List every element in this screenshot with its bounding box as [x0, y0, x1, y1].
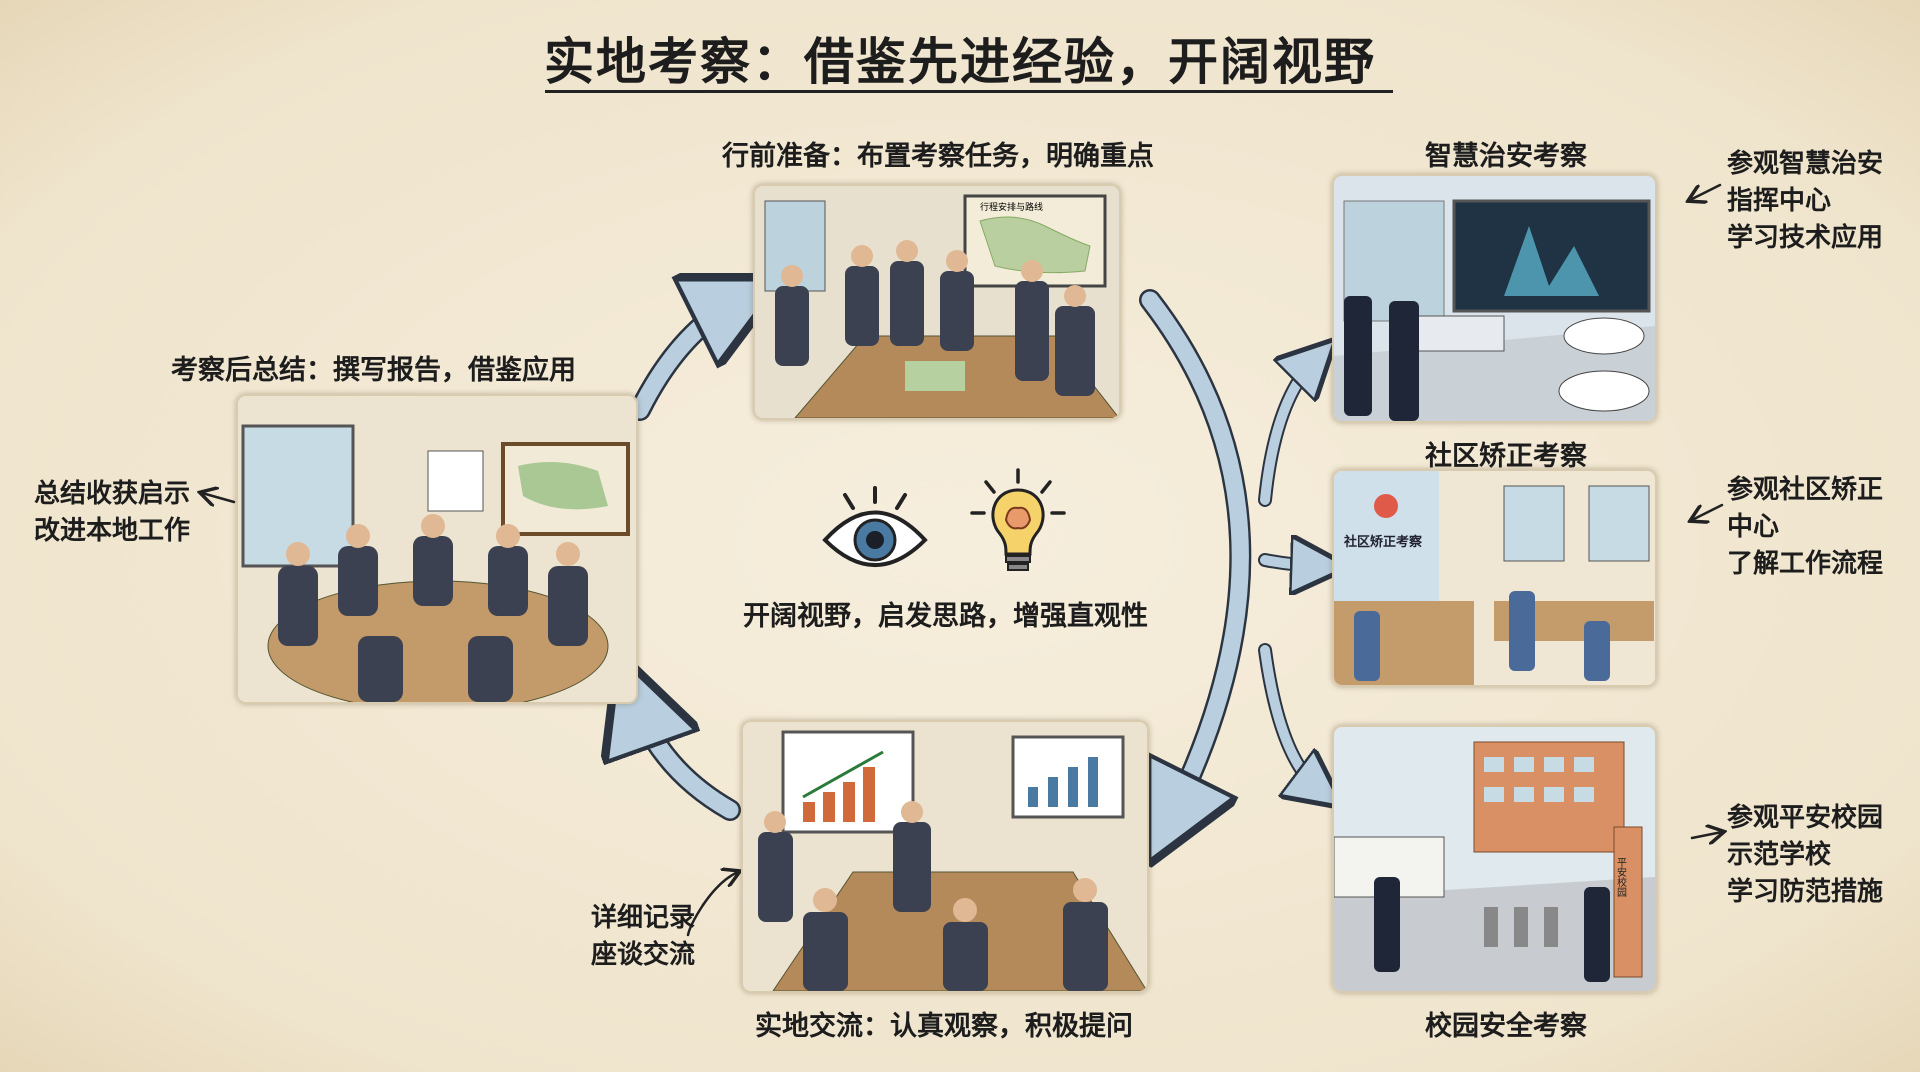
site-note-line: 示范学校 — [1727, 840, 1832, 870]
site-community-correction-caption: 社区矫正考察 — [1425, 441, 1587, 472]
exchange-note-line: 座谈交流 — [591, 940, 696, 970]
site-community-correction-illustration: 社区矫正考察 — [1332, 469, 1657, 687]
summary-note-line: 总结收获启示 — [34, 479, 191, 509]
site-community-correction-note: 参观社区矫正 中心 了解工作流程 — [1727, 472, 1883, 583]
map-label: 行程安排与路线 — [980, 201, 1043, 213]
site-note-line: 指挥中心 — [1727, 186, 1832, 216]
prepare-illustration: 行程安排与路线 — [753, 184, 1121, 420]
site-note-line: 参观智慧治安 — [1727, 149, 1884, 179]
site-smart-policing-caption: 智慧治安考察 — [1425, 141, 1587, 172]
summary-illustration — [236, 394, 638, 704]
community-correction-sign: 社区矫正考察 — [1343, 534, 1423, 550]
site-note-line: 了解工作流程 — [1727, 549, 1884, 579]
lightbulb-brain-icon — [968, 468, 1068, 583]
summary-note-line: 改进本地工作 — [34, 516, 191, 546]
page-title: 实地考察：借鉴先进经验，开阔视野 — [544, 33, 1376, 91]
site-note-line: 参观社区矫正 — [1727, 475, 1884, 505]
campus-gate-sign: 平安校园 — [1615, 857, 1627, 898]
site-note-line: 学习防范措施 — [1727, 877, 1884, 907]
exchange-note: 详细记录 座谈交流 — [591, 900, 695, 974]
site-smart-policing-note: 参观智慧治安 指挥中心 学习技术应用 — [1727, 146, 1883, 257]
exchange-caption: 实地交流：认真观察，积极提问 — [755, 1011, 1133, 1042]
site-smart-policing-illustration — [1332, 174, 1657, 423]
site-campus-safety-note: 参观平安校园 示范学校 学习防范措施 — [1727, 800, 1883, 911]
site-campus-safety-caption: 校园安全考察 — [1425, 1011, 1587, 1042]
exchange-illustration — [741, 720, 1149, 993]
site-campus-safety-illustration: 平安校园 — [1332, 725, 1657, 993]
prepare-caption: 行前准备：布置考察任务，明确重点 — [722, 141, 1154, 172]
eye-icon — [820, 480, 930, 580]
site-note-line: 参观平安校园 — [1727, 803, 1884, 833]
summary-note: 总结收获启示 改进本地工作 — [34, 476, 190, 550]
site-note-line: 学习技术应用 — [1727, 223, 1884, 253]
center-summary-text: 开阔视野，启发思路，增强直观性 — [743, 601, 1148, 632]
title-underline — [545, 90, 1393, 93]
site-note-line: 中心 — [1727, 512, 1780, 542]
summary-caption: 考察后总结：撰写报告，借鉴应用 — [171, 355, 576, 386]
exchange-note-line: 详细记录 — [591, 903, 696, 933]
